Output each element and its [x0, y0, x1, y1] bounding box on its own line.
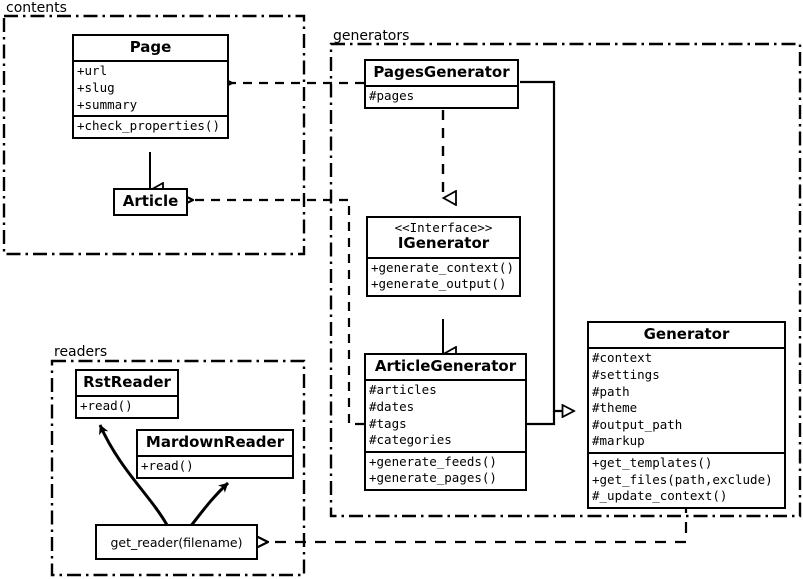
attribute: #theme: [592, 400, 638, 416]
class-attributes-page: +url +slug +summary: [74, 60, 227, 115]
class-stereotype-igenerator: <<Interface>>: [394, 220, 493, 235]
class-box-rstreader[interactable]: RstReader +read(): [75, 369, 179, 419]
method: +get_files(path,exclude): [592, 471, 773, 487]
class-box-pagesgenerator[interactable]: PagesGenerator #pages: [364, 59, 519, 109]
class-name-articlegenerator: ArticleGenerator: [374, 357, 517, 375]
class-name-igenerator: <<Interface>> IGenerator: [368, 218, 519, 257]
method: +generate_context(): [371, 259, 514, 275]
class-methods-rstreader: +read(): [77, 395, 177, 417]
attribute: #path: [592, 383, 630, 399]
class-attributes-generator: #context #settings #path #theme #output_…: [589, 347, 784, 452]
relation-pagesgenerator-inherits-generator: [520, 80, 574, 411]
attribute: #output_path: [592, 416, 683, 432]
method: #_update_context(): [592, 488, 728, 504]
class-attributes-articlegenerator: #articles #dates #tags #categories: [366, 379, 525, 451]
class-name-article: Article: [122, 192, 179, 210]
method: +generate_pages(): [369, 470, 497, 486]
class-methods-articlegenerator: +generate_feeds() +generate_pages(): [366, 450, 525, 489]
attribute: #settings: [592, 366, 660, 382]
class-box-generator[interactable]: Generator #context #settings #path #them…: [587, 321, 786, 509]
class-name-text-igenerator: IGenerator: [397, 234, 490, 253]
relation-generator-uses-getreader: [268, 502, 688, 542]
class-name-page: Page: [129, 38, 172, 56]
method: +check_properties(): [77, 118, 220, 134]
class-methods-igenerator: +generate_context() +generate_output(): [368, 256, 519, 295]
attribute: +summary: [77, 96, 138, 112]
attribute: +slug: [77, 79, 115, 95]
relation-getreader-creates-rstreader: [98, 424, 169, 526]
package-label-generators: generators: [333, 28, 410, 44]
attribute: #articles: [369, 382, 437, 398]
method: +read(): [141, 458, 194, 474]
class-box-page[interactable]: Page +url +slug +summary +check_properti…: [72, 34, 229, 139]
method: +generate_output(): [371, 276, 507, 292]
package-frame-readers: [50, 359, 306, 577]
package-frame-generators: [329, 42, 802, 518]
class-box-igenerator[interactable]: <<Interface>> IGenerator +generate_conte…: [366, 216, 521, 297]
attribute: #tags: [369, 415, 407, 431]
class-name-rstreader: RstReader: [83, 373, 171, 391]
method: +read(): [80, 398, 133, 414]
function-box-label: get_reader(filename): [110, 534, 243, 550]
attribute: #categories: [369, 432, 452, 448]
relation-getreader-creates-mardownreader: [188, 481, 230, 528]
package-label-contents: contents: [6, 0, 67, 16]
attribute: #context: [592, 350, 653, 366]
class-box-mardownreader[interactable]: MardownReader +read(): [136, 429, 294, 479]
class-box-article[interactable]: Article: [113, 188, 188, 217]
relation-articlegenerator-inherits-generator: [527, 411, 556, 426]
attribute: #markup: [592, 433, 645, 449]
class-name-mardownreader: MardownReader: [145, 433, 285, 451]
attribute: #dates: [369, 398, 415, 414]
class-methods-generator: +get_templates() +get_files(path,exclude…: [589, 452, 784, 507]
relation-articlegenerator-uses-article: [193, 200, 364, 426]
class-name-generator: Generator: [643, 325, 730, 343]
attribute: #pages: [369, 88, 415, 104]
class-methods-mardownreader: +read(): [138, 455, 292, 477]
attribute: +url: [77, 63, 108, 79]
class-box-articlegenerator[interactable]: ArticleGenerator #articles #dates #tags …: [364, 353, 527, 491]
class-attributes-pagesgenerator: #pages: [366, 85, 517, 107]
function-box-get-reader[interactable]: get_reader(filename): [95, 524, 258, 560]
package-frame-contents: [2, 14, 306, 256]
class-methods-page: +check_properties(): [74, 115, 227, 137]
class-name-pagesgenerator: PagesGenerator: [373, 63, 510, 81]
package-label-readers: readers: [54, 344, 108, 360]
method: +generate_feeds(): [369, 453, 497, 469]
method: +get_templates(): [592, 455, 713, 470]
